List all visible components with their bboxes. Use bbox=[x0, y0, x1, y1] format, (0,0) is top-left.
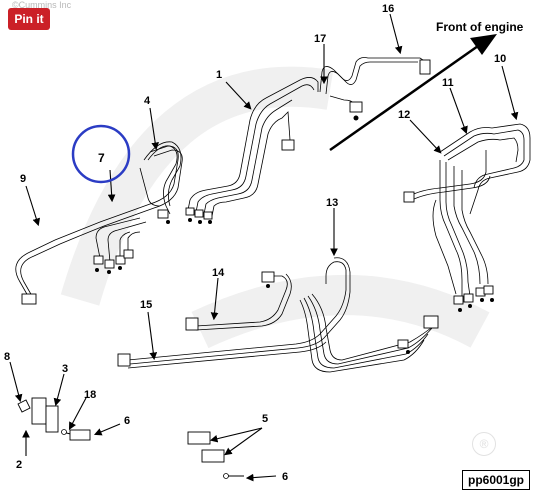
front-of-engine-arrow bbox=[329, 34, 497, 152]
fuel-line-9 bbox=[15, 145, 183, 305]
copyright-text: ©Cummins Inc bbox=[12, 0, 72, 10]
callout-6a: 6 bbox=[124, 415, 130, 427]
callout-13: 13 bbox=[326, 197, 338, 209]
front-of-engine-label: Front of engine bbox=[436, 20, 524, 34]
fuel-line-10-11-12 bbox=[403, 123, 531, 312]
callout-11: 11 bbox=[442, 77, 454, 89]
callout-10: 10 bbox=[494, 53, 506, 65]
leader-lines bbox=[9, 13, 519, 482]
callout-2: 2 bbox=[16, 459, 22, 471]
callout-numbers: 1 2 3 4 5 6 6 7 8 9 10 11 12 13 14 15 16… bbox=[4, 3, 506, 483]
callout-7: 7 bbox=[98, 151, 105, 165]
callout-18: 18 bbox=[84, 389, 96, 401]
callout-3: 3 bbox=[62, 363, 68, 375]
callout-6b: 6 bbox=[282, 471, 288, 483]
fuel-line-13-14-15 bbox=[117, 257, 439, 373]
callout-17: 17 bbox=[314, 33, 326, 45]
callout-4: 4 bbox=[144, 95, 151, 107]
callout-12: 12 bbox=[398, 109, 410, 121]
fuel-line-1 bbox=[185, 77, 319, 224]
clamp-hardware-right bbox=[187, 431, 244, 479]
callout-15: 15 bbox=[140, 299, 152, 311]
callout-8: 8 bbox=[4, 351, 10, 363]
fuel-line-17 bbox=[319, 57, 431, 121]
diagram-code-label: pp6001gp bbox=[462, 470, 530, 490]
callout-14: 14 bbox=[212, 267, 225, 279]
highlight-circle bbox=[71, 124, 131, 184]
callout-16: 16 bbox=[382, 3, 394, 15]
callout-5: 5 bbox=[262, 413, 268, 425]
callout-9: 9 bbox=[20, 173, 26, 185]
callout-1: 1 bbox=[216, 69, 222, 81]
clamp-hardware-left bbox=[17, 397, 91, 441]
pin-it-button[interactable]: Pin it bbox=[8, 8, 50, 30]
registered-mark: ® bbox=[472, 432, 496, 456]
watermark bbox=[60, 66, 490, 349]
